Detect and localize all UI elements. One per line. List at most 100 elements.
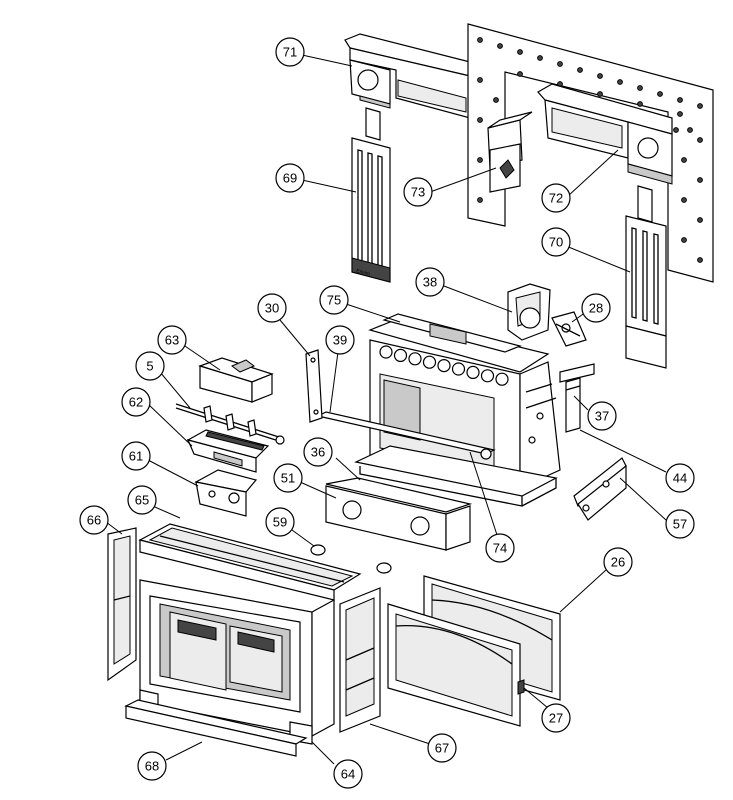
part-37-mount-bracket (559, 363, 595, 433)
wall-bolt (697, 257, 703, 263)
callout-62: 62 (121, 387, 151, 417)
leader-lines (105, 54, 667, 765)
wall-bolt (657, 91, 663, 97)
callout-circle-61 (121, 441, 151, 471)
part-36-bottom-tray (325, 477, 473, 551)
callout-circle-67 (427, 733, 457, 763)
callout-circle-44 (665, 463, 695, 493)
callout-label-71: 71 (283, 45, 297, 60)
part-67-side-panel-right (339, 587, 381, 733)
wall-bolt (477, 77, 483, 83)
callout-5: 5 (135, 351, 165, 381)
wall-bolt (597, 91, 603, 97)
callout-74: 74 (485, 533, 515, 563)
callout-57: 57 (665, 509, 695, 539)
wall-bolt (681, 157, 687, 163)
wall-bolt (477, 157, 483, 163)
part-39-baffle-rod (316, 411, 496, 460)
callout-circle-51 (273, 463, 303, 493)
callout-circle-66 (79, 505, 109, 535)
part-69-pillar-left: Enviro (351, 107, 391, 283)
callout-75: 75 (319, 285, 349, 315)
part-28-small-bracket (551, 311, 587, 347)
wall-bolt (677, 97, 683, 103)
part-66-side-panel-left (107, 527, 137, 682)
wall-bolt (697, 137, 703, 143)
burn-pot (408, 352, 422, 366)
callout-label-57: 57 (673, 517, 687, 532)
callout-label-63: 63 (165, 333, 179, 348)
wall-bolt-pattern (477, 37, 703, 263)
wall-bolt (673, 127, 679, 133)
wall-bolt (617, 79, 623, 85)
callout-label-67: 67 (435, 741, 449, 756)
part-27-door-front (387, 603, 525, 727)
callout-circle-73 (403, 177, 433, 207)
callout-66: 66 (79, 505, 109, 535)
callout-label-62: 62 (129, 395, 143, 410)
wall-bolt (517, 71, 523, 77)
callout-circle-36 (303, 437, 333, 467)
part-5-rod-assembly (175, 403, 285, 445)
callout-65: 65 (127, 485, 157, 515)
part-72-mantel-header-right (537, 83, 673, 185)
callout-26: 26 (603, 547, 633, 577)
callout-circle-5 (135, 351, 165, 381)
callout-circle-28 (581, 293, 611, 323)
callout-label-70: 70 (549, 235, 563, 250)
callout-label-27: 27 (549, 711, 563, 726)
callout-label-61: 61 (129, 449, 143, 464)
callout-label-68: 68 (145, 759, 159, 774)
part-57-control-plate (573, 457, 627, 521)
wall-bolt (477, 197, 483, 203)
callout-circle-69 (275, 163, 305, 193)
callout-36: 36 (303, 437, 333, 467)
wall-bolt (677, 111, 683, 117)
wall-bolt (577, 67, 583, 73)
callout-label-59: 59 (273, 515, 287, 530)
burn-pot (422, 355, 437, 369)
callout-27: 27 (541, 703, 571, 733)
callout-30: 30 (257, 293, 287, 323)
wall-bolt (537, 55, 543, 61)
part-62-grate (186, 429, 270, 473)
wall-bolt (681, 237, 687, 243)
callout-circle-62 (121, 387, 151, 417)
wall-bolt (477, 37, 483, 43)
burn-pot (437, 359, 451, 373)
callout-51: 51 (273, 463, 303, 493)
callout-63: 63 (157, 325, 187, 355)
rear-heat-shield-panel (467, 23, 714, 283)
part-68-bottom-trim (124, 699, 308, 757)
callout-circle-27 (541, 703, 571, 733)
callout-73: 73 (403, 177, 433, 207)
callout-circle-71 (275, 37, 305, 67)
part-61-burn-plate (194, 469, 258, 517)
callout-70: 70 (541, 227, 571, 257)
callout-label-30: 30 (265, 301, 279, 316)
callout-label-64: 64 (341, 767, 355, 782)
callout-circle-57 (665, 509, 695, 539)
callout-label-36: 36 (311, 445, 325, 460)
callout-circle-59 (265, 507, 295, 537)
pillar-brand-label: Enviro (356, 268, 371, 277)
part-59-grommet (310, 544, 392, 574)
callout-label-44: 44 (673, 471, 687, 486)
wall-bolt (517, 49, 523, 55)
part-38-combustion-blower (507, 283, 551, 341)
callout-label-38: 38 (423, 275, 437, 290)
wall-bolt (697, 177, 703, 183)
callout-circle-72 (541, 183, 571, 213)
callout-label-28: 28 (589, 301, 603, 316)
callout-label-69: 69 (283, 171, 297, 186)
part-30-side-bar (305, 349, 323, 423)
callout-circle-65 (127, 485, 157, 515)
callout-circle-64 (333, 759, 363, 789)
burn-pot (495, 372, 509, 386)
part-75-firebox (354, 313, 561, 507)
callout-label-37: 37 (595, 409, 609, 424)
callout-71: 71 (275, 37, 305, 67)
callout-circle-26 (603, 547, 633, 577)
callout-circle-37 (587, 401, 617, 431)
